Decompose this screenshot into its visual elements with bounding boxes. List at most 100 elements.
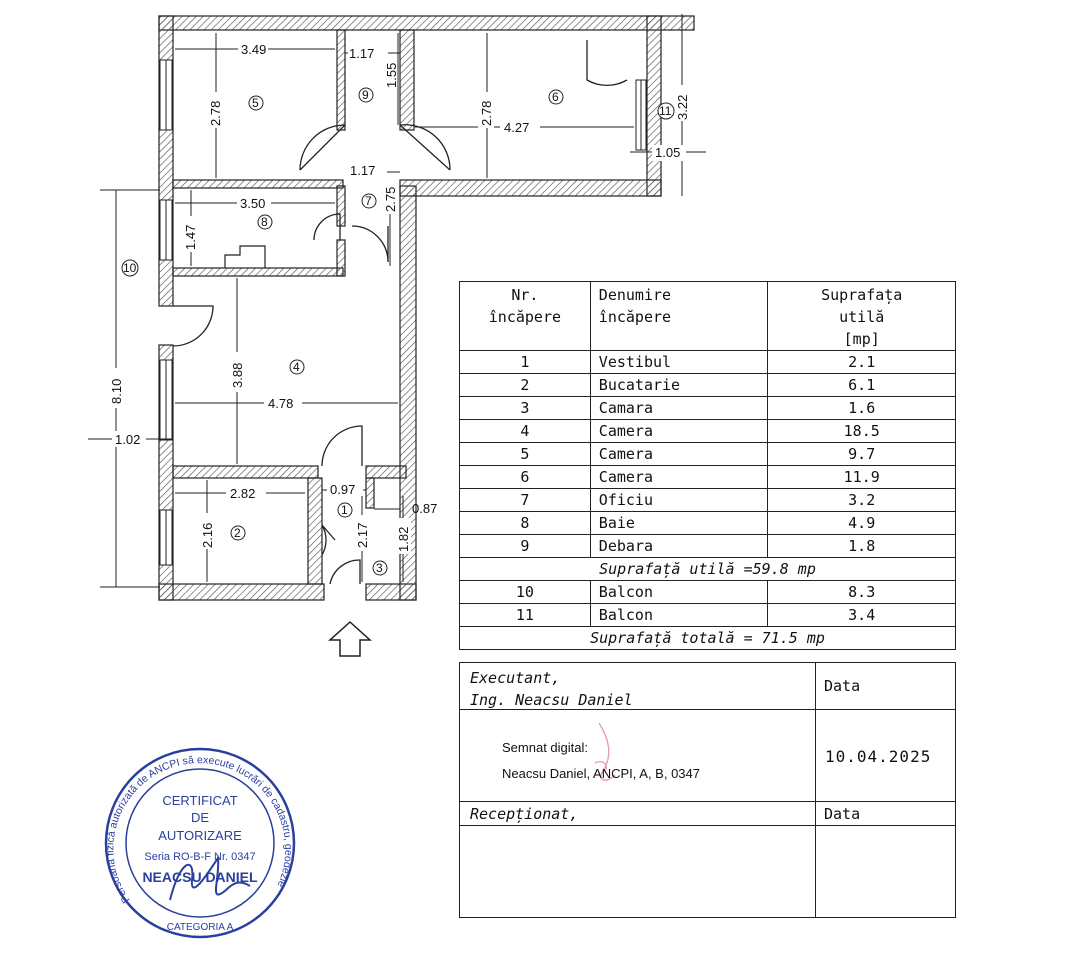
dim-1-02: 1.02 xyxy=(115,432,140,447)
cell-nr: 10 xyxy=(459,580,591,604)
divider xyxy=(815,663,816,917)
cell-name: Debara xyxy=(589,534,769,558)
floor-plan: 3.49 1.17 1.55 2.78 2.78 4.27 3.22 1.05 … xyxy=(88,14,706,657)
digital-signature-details: Neacsu Daniel, ANCPI, A, B, 0347 xyxy=(502,766,700,781)
authorization-stamp: Persoană fizică autorizată de ANCPI să e… xyxy=(100,730,296,939)
cell-nr: 7 xyxy=(459,488,591,512)
walls xyxy=(158,15,695,601)
stamp-line3: AUTORIZARE xyxy=(158,828,242,843)
cell-name: Oficiu xyxy=(589,488,769,512)
dim-2-78-right: 2.78 xyxy=(479,101,494,126)
stamp-signature-icon xyxy=(169,855,251,901)
bath-fixtures xyxy=(224,245,266,268)
signature-scribble-icon xyxy=(594,722,616,781)
room-markers: 5 6 9 11 7 8 10 4 2 1 3 xyxy=(121,87,675,576)
dim-1-55: 1.55 xyxy=(384,63,399,88)
digital-signature: Semnat digital: Neacsu Daniel, ANCPI, A,… xyxy=(502,735,700,787)
cell-nr: 1 xyxy=(459,350,591,374)
dim-8-10: 8.10 xyxy=(109,379,124,404)
room-8-marker: 8 xyxy=(261,215,268,229)
header-name: Denumire încăpere xyxy=(589,281,769,351)
room-7-marker: 7 xyxy=(365,194,372,208)
cell-area: 11.9 xyxy=(767,465,956,489)
dim-1-47: 1.47 xyxy=(183,225,198,250)
cell-name: Camera xyxy=(589,465,769,489)
cell-nr: 6 xyxy=(459,465,591,489)
room-6-marker: 6 xyxy=(552,90,559,104)
dim-4-27: 4.27 xyxy=(504,120,529,135)
dim-2-16: 2.16 xyxy=(200,523,215,548)
executant-name: Ing. Neacsu Daniel xyxy=(470,691,633,709)
digital-signature-label: Semnat digital: xyxy=(502,740,588,755)
cell-area: 8.3 xyxy=(767,580,956,604)
cell-nr: 11 xyxy=(459,603,591,627)
cell-nr: 5 xyxy=(459,442,591,466)
received-label: Recepționat, xyxy=(470,805,579,823)
header-area-line2: utilă xyxy=(839,308,885,326)
data-label-2: Data xyxy=(824,805,861,823)
grand-total-row: Suprafață totală = 71.5 mp xyxy=(459,626,956,650)
header-area: Suprafața utilă [mp] xyxy=(767,281,956,351)
room-1-marker: 1 xyxy=(341,503,348,517)
room-9-marker: 9 xyxy=(362,88,369,102)
dim-3-22: 3.22 xyxy=(675,95,690,120)
dim-2-78-left: 2.78 xyxy=(208,101,223,126)
dim-0-97: 0.97 xyxy=(330,482,355,497)
divider xyxy=(460,825,955,826)
dim-3-50: 3.50 xyxy=(240,196,265,211)
data-label: Data xyxy=(824,677,861,695)
executant-label: Executant, Ing. Neacsu Daniel xyxy=(470,667,633,711)
cell-nr: 8 xyxy=(459,511,591,535)
room-5-marker: 5 xyxy=(252,96,259,110)
room-11-marker: 11 xyxy=(659,104,672,118)
dim-1-17-top: 1.17 xyxy=(349,46,374,61)
cell-name: Camera xyxy=(589,419,769,443)
divider xyxy=(460,709,955,710)
cell-name: Bucatarie xyxy=(589,373,769,397)
dim-2-17: 2.17 xyxy=(355,523,370,548)
room-2-marker: 2 xyxy=(234,526,241,540)
cell-nr: 3 xyxy=(459,396,591,420)
signature-date: 10.04.2025 xyxy=(825,747,932,766)
header-name-line1: Denumire xyxy=(598,286,672,304)
cell-area: 6.1 xyxy=(767,373,956,397)
dim-1-05: 1.05 xyxy=(655,145,680,160)
dim-2-82: 2.82 xyxy=(230,486,255,501)
stamp-line1: CERTIFICAT xyxy=(162,793,237,808)
dim-2-75: 2.75 xyxy=(383,187,398,212)
stamp-line2: DE xyxy=(191,810,209,825)
dimension-labels: 3.49 1.17 1.55 2.78 2.78 4.27 3.22 1.05 … xyxy=(108,40,691,554)
dim-0-87: 0.87 xyxy=(412,501,437,516)
room-3-marker: 3 xyxy=(376,561,383,575)
executant-line1: Executant, xyxy=(470,669,561,687)
cell-name: Camera xyxy=(589,442,769,466)
cell-area: 1.6 xyxy=(767,396,956,420)
header-nr: Nr. încăpere xyxy=(459,281,591,351)
grand-total: Suprafață totală = 71.5 mp xyxy=(459,626,956,650)
cell-area: 3.4 xyxy=(767,603,956,627)
header-name-line2: încăpere xyxy=(598,308,672,326)
cell-area: 3.2 xyxy=(767,488,956,512)
dim-4-78: 4.78 xyxy=(268,396,293,411)
useful-total-row: Suprafață utilă =59.8 mp xyxy=(459,557,956,581)
cell-area: 9.7 xyxy=(767,442,956,466)
stamp-line5: NEACSU DANIEL xyxy=(142,869,258,885)
dim-1-17-mid: 1.17 xyxy=(350,163,375,178)
cell-name: Balcon xyxy=(589,603,769,627)
cell-nr: 9 xyxy=(459,534,591,558)
header-nr-line1: Nr. xyxy=(511,286,539,304)
cell-name: Camara xyxy=(589,396,769,420)
cell-nr: 2 xyxy=(459,373,591,397)
cell-area: 1.8 xyxy=(767,534,956,558)
cell-nr: 4 xyxy=(459,419,591,443)
cell-area: 4.9 xyxy=(767,511,956,535)
